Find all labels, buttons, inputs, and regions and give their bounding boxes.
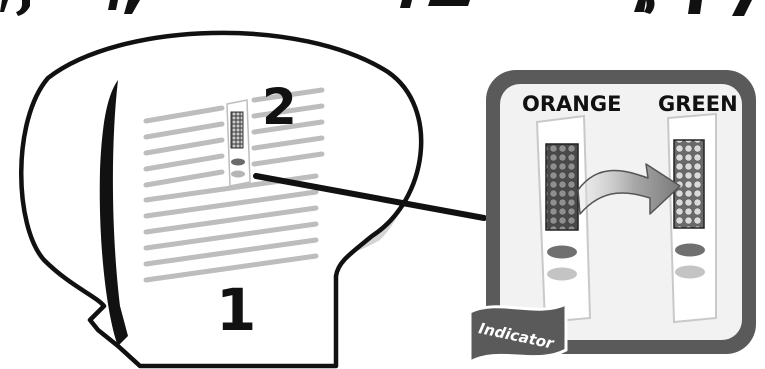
orange-indicator-led-2 bbox=[547, 267, 577, 281]
transition-arrow bbox=[577, 163, 681, 215]
green-indicator-led-2 bbox=[675, 265, 705, 279]
green-indicator-led-1 bbox=[675, 243, 705, 257]
device-edge bbox=[99, 80, 128, 346]
indicator-callout: ORANGE GREEN Indicator bbox=[468, 70, 756, 365]
indicator-tag: Indicator bbox=[468, 301, 568, 365]
top-number-label: 2 bbox=[262, 78, 297, 136]
callout-connector bbox=[253, 173, 487, 221]
orange-indicator-window bbox=[545, 143, 579, 231]
orange-state-label: ORANGE bbox=[522, 92, 621, 116]
dehumidifier-device: 2 1 bbox=[19, 30, 424, 369]
device-base bbox=[88, 304, 142, 368]
device-shell bbox=[19, 30, 424, 369]
green-state-label: GREEN bbox=[658, 92, 738, 116]
green-indicator-window bbox=[673, 139, 705, 229]
front-number-label: 1 bbox=[216, 276, 256, 344]
cropped-text-fragment bbox=[0, 0, 752, 16]
device-indicator bbox=[226, 99, 251, 187]
orange-indicator-led-1 bbox=[547, 245, 577, 259]
indicator-green bbox=[666, 112, 717, 324]
indicator-orange bbox=[535, 114, 592, 324]
